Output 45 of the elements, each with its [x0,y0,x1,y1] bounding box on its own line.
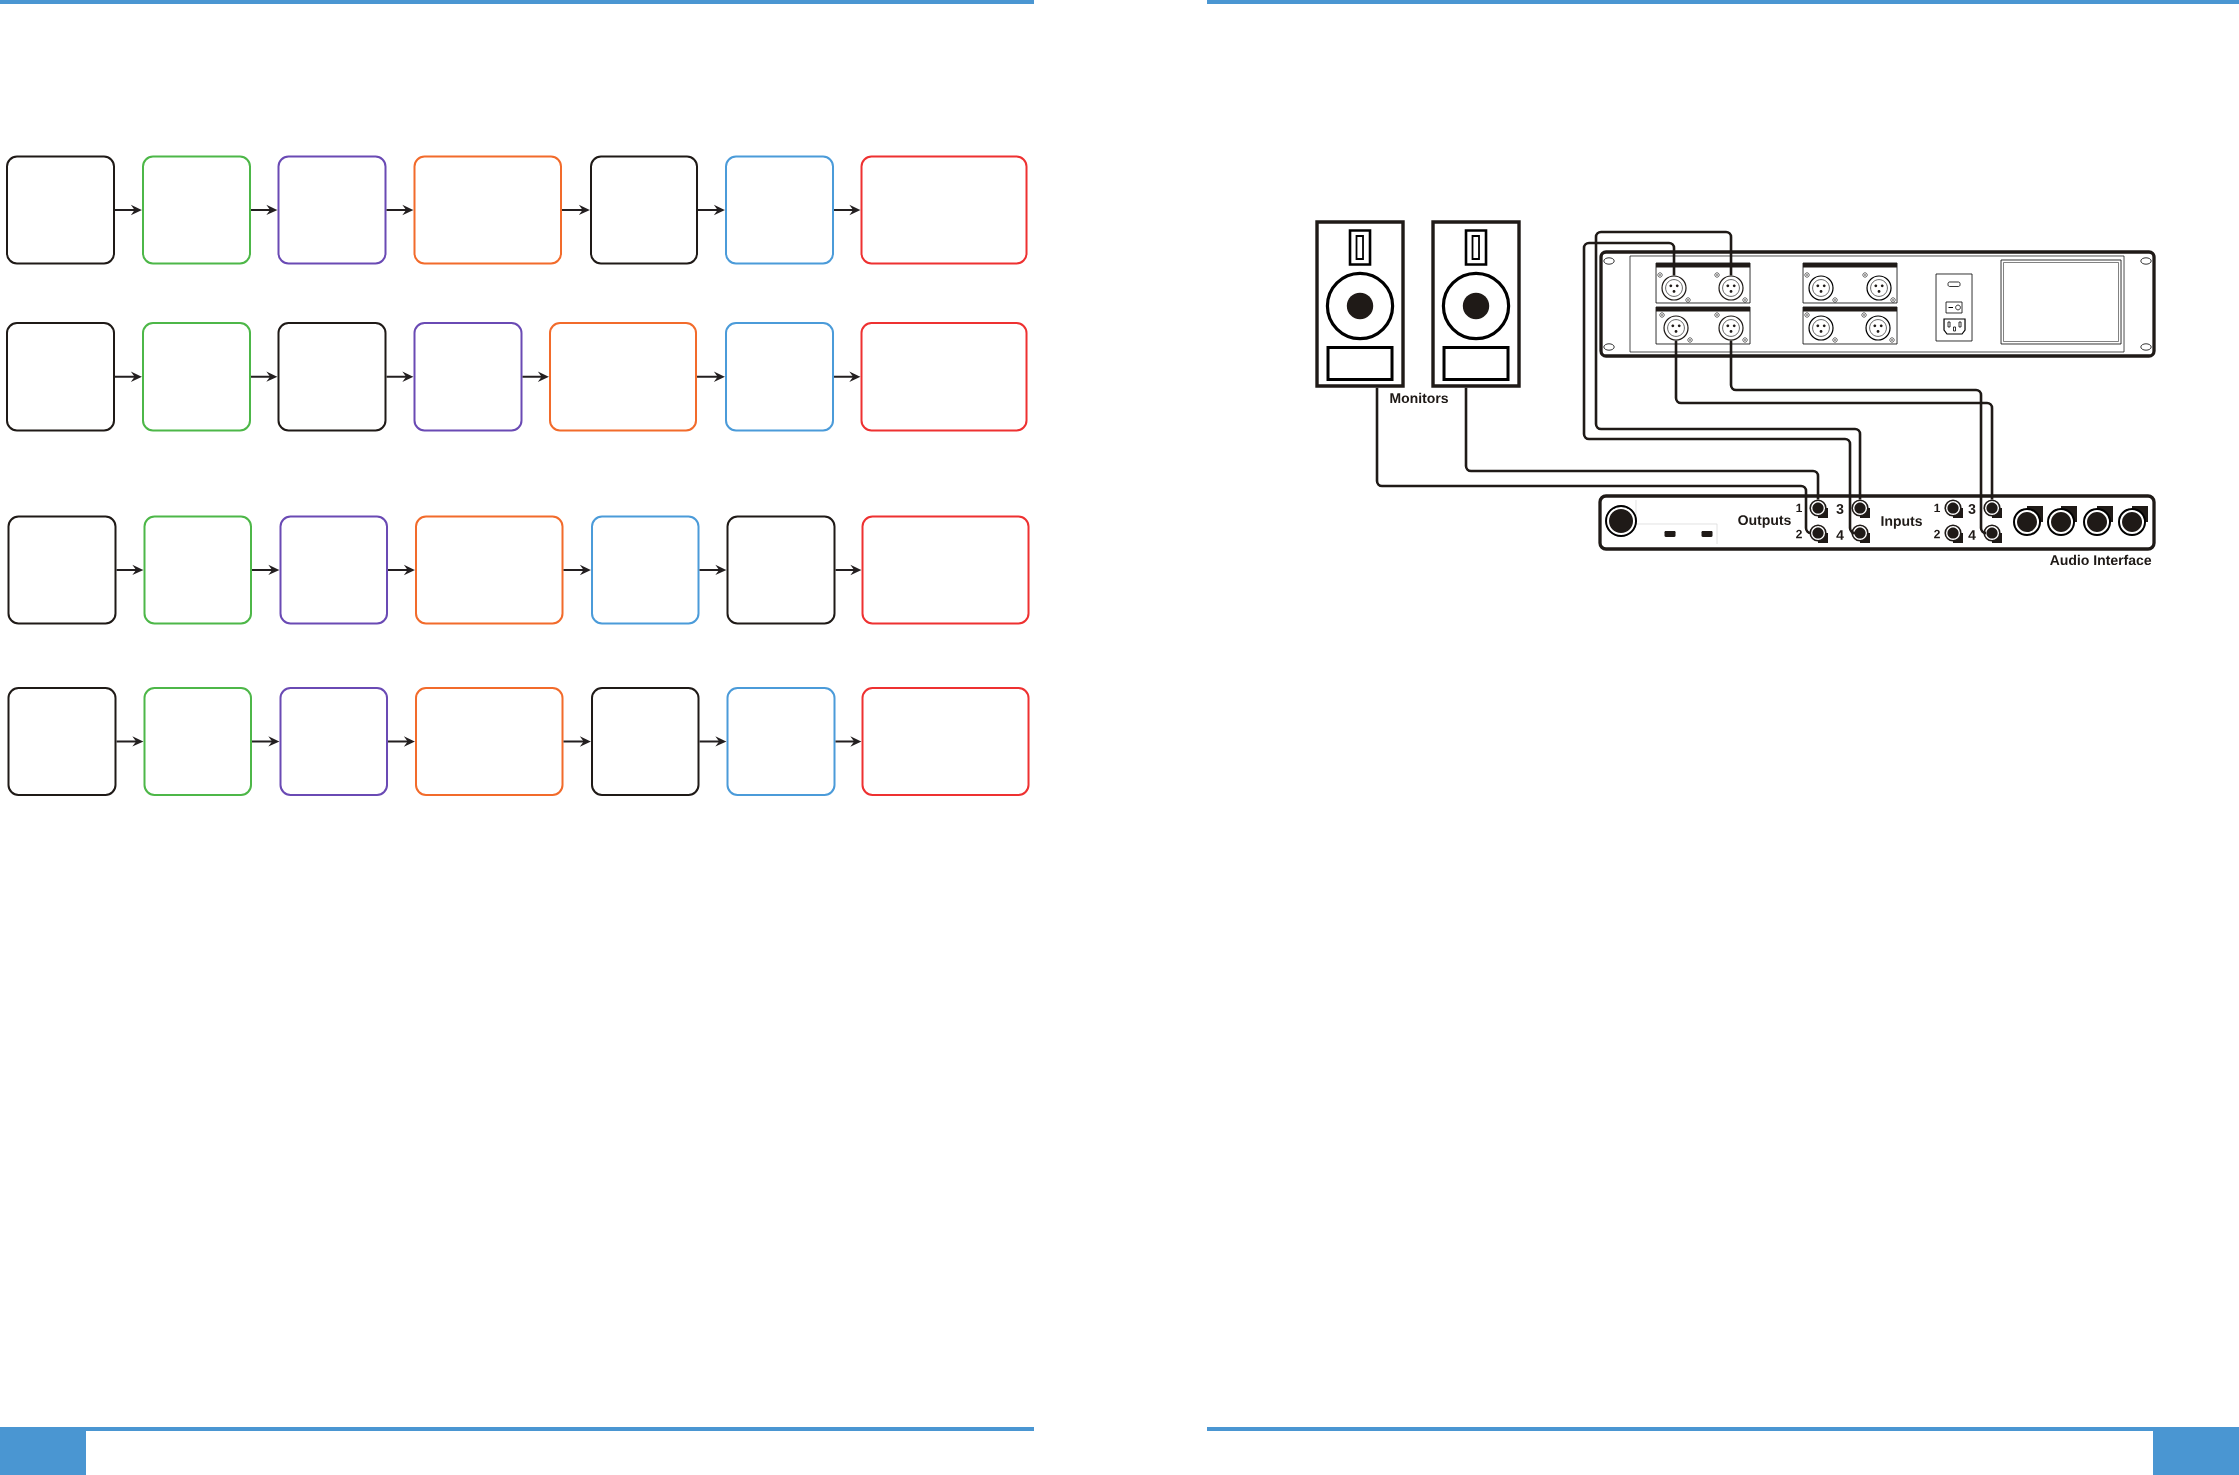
rounded-box [7,687,117,796]
rounded-box [549,322,697,432]
rounded-box [861,687,1030,796]
jack-number: 1 [1796,503,1802,513]
rounded-box [591,515,700,625]
jack-number: 3 [1968,504,1976,514]
rounded-box [861,515,1030,625]
jack-number: 2 [1934,529,1940,539]
rounded-box [279,687,388,796]
rounded-box [860,155,1028,265]
jack-number: 4 [1836,530,1844,540]
rounded-box [142,322,251,432]
device-label: Monitors [1390,392,1448,404]
rounded-box [142,155,251,265]
cable [1729,340,1988,535]
rounded-box [6,322,115,432]
jack-number: 2 [1796,529,1802,539]
rounded-box [590,155,698,265]
rounded-box [279,515,388,625]
rounded-box [415,515,564,625]
speaker [1431,220,1521,388]
cable [1375,387,1813,535]
section-label: Outputs [1738,515,1791,528]
section-label: Inputs [1881,516,1922,529]
rounded-box [143,687,252,796]
jack-number: 4 [1968,530,1976,540]
jack-number: 3 [1836,504,1844,514]
rounded-box [413,155,562,265]
rounded-box [725,322,834,432]
rounded-box [6,155,115,265]
rounded-box [413,322,523,432]
rounded-box [143,515,252,625]
rounded-box [591,687,700,796]
rounded-box [7,515,117,625]
speaker [1315,220,1405,388]
rounded-box [725,155,834,265]
rounded-box [726,687,836,796]
rounded-box [726,515,836,625]
rounded-box [277,322,387,432]
device-label: Audio Interface [2050,554,2152,566]
jack-number: 1 [1934,503,1940,513]
rounded-box [277,155,387,265]
rounded-box [860,322,1028,432]
cable [1464,387,1820,500]
rounded-box [415,687,564,796]
